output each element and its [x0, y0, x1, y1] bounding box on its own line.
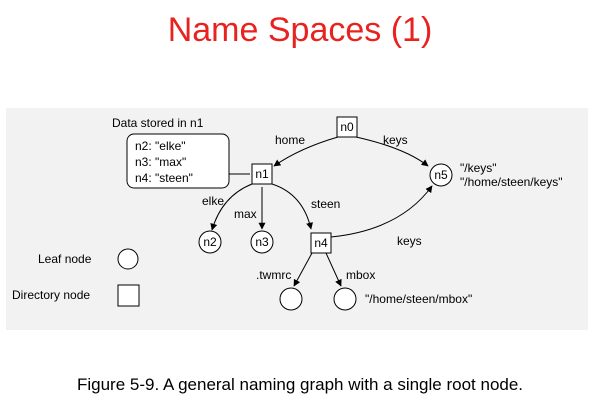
legend-directory-label: Directory node: [12, 288, 90, 302]
data-box: [126, 133, 230, 189]
data-box-line-1: n2: "elke": [135, 139, 186, 153]
leaf-node-mbox: [333, 287, 357, 311]
node-label-n3: n3: [255, 235, 269, 249]
legend-directory-square-icon: [117, 284, 140, 307]
slide-title: Name Spaces (1): [167, 11, 433, 49]
edge-label-mbox: mbox: [346, 268, 375, 282]
node-label-n1: n1: [255, 167, 269, 181]
legend-leaf-label: Leaf node: [38, 252, 92, 266]
leaf-node-n5: [429, 163, 453, 187]
edge-mbox: [325, 252, 342, 287]
edge-home: [273, 136, 339, 167]
edge-label-max: max: [234, 207, 257, 221]
edge-label-steen: steen: [311, 197, 340, 211]
edge-twmrc: [293, 252, 313, 287]
directory-node-n0: [336, 116, 358, 138]
node-label-n4: n4: [314, 236, 328, 250]
data-box-line-2: n3: "max": [135, 155, 186, 169]
data-box-line-3: n4: "steen": [135, 171, 193, 185]
leaf-node-twmrc: [279, 287, 303, 311]
legend-leaf-circle-icon: [117, 248, 139, 270]
edge-label-elke: elke: [202, 194, 224, 208]
edge-label-twmrc: .twmrc: [256, 268, 291, 282]
data-box-heading: Data stored in n1: [112, 116, 204, 130]
path-label-home-steen-keys: "/home/steen/keys": [460, 175, 563, 189]
path-label-home-steen-mbox: "/home/steen/mbox": [365, 292, 472, 306]
directory-node-n1: [251, 163, 273, 185]
edge-keys-n4: [330, 185, 433, 238]
edge-keys-root: [355, 136, 429, 167]
edge-label-home: home: [275, 133, 305, 147]
directory-node-n4: [310, 232, 332, 254]
edge-elke: [210, 183, 253, 231]
path-label-keys: "/keys": [460, 161, 497, 175]
node-label-n5: n5: [434, 168, 448, 182]
edge-label-keys-n4: keys: [397, 234, 422, 248]
leaf-node-n2: [198, 230, 222, 254]
figure-caption: Figure 5-9. A general naming graph with …: [76, 375, 524, 394]
leaf-node-n3: [250, 230, 274, 254]
edge-label-keys-root: keys: [383, 133, 408, 147]
node-label-n2: n2: [203, 235, 217, 249]
edge-steen: [271, 183, 314, 230]
node-label-n0: n0: [340, 120, 354, 134]
